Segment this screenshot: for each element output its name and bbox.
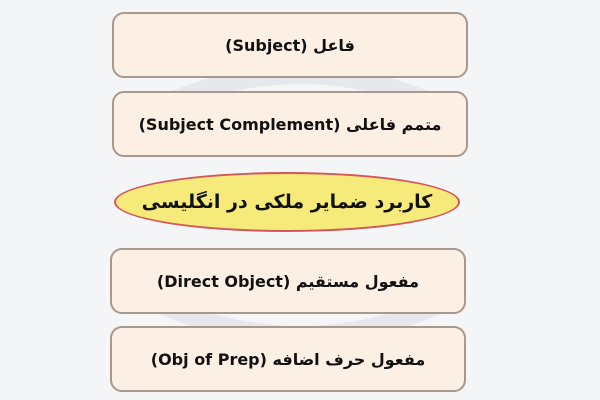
object-of-preposition-label: مفعول حرف اضافه (Obj of Prep) xyxy=(150,349,426,369)
center-title-oval: کاربرد ضمایر ملکی در انگلیسی xyxy=(114,172,460,232)
subject-label: فاعل (Subject) xyxy=(225,35,355,55)
center-title-label: کاربرد ضمایر ملکی در انگلیسی xyxy=(141,191,433,213)
object-of-preposition-box: مفعول حرف اضافه (Obj of Prep) xyxy=(110,326,466,392)
subject-complement-box: متمم فاعلی (Subject Complement) xyxy=(112,91,468,157)
direct-object-label: مفعول مستقیم (Direct Object) xyxy=(156,271,420,291)
direct-object-box: مفعول مستقیم (Direct Object) xyxy=(110,248,466,314)
subject-box: فاعل (Subject) xyxy=(112,12,468,78)
subject-complement-label: متمم فاعلی (Subject Complement) xyxy=(138,114,442,134)
